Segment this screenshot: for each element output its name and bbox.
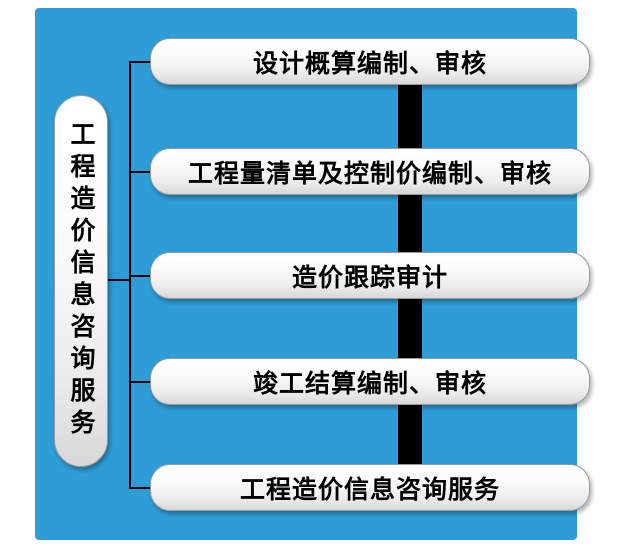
connector-branch-line-5 [129, 487, 151, 489]
connector-branch-line-1 [129, 61, 151, 63]
connector-root-stub [107, 279, 130, 281]
branch-node-label: 工程造价信息咨询服务 [239, 475, 500, 504]
branch-node-completion-settlement: 竣工结算编制、审核 [150, 358, 590, 405]
branch-node-label: 工程量清单及控制价编制、审核 [187, 159, 552, 188]
branch-node-cost-info-consulting: 工程造价信息咨询服务 [150, 464, 590, 511]
branch-node-design-estimate: 设计概算编制、审核 [150, 38, 590, 85]
branch-node-label: 造价跟踪审计 [291, 263, 448, 292]
branch-node-cost-tracking-audit: 造价跟踪审计 [150, 252, 590, 299]
branch-node-boq-control-price: 工程量清单及控制价编制、审核 [150, 148, 590, 195]
connector-branch-line-4 [129, 381, 151, 383]
branch-node-label: 设计概算编制、审核 [252, 49, 487, 78]
connector-branch-line-2 [129, 171, 151, 173]
root-node-label: 工程造价信息咨询服务 [67, 121, 95, 441]
branch-node-label: 竣工结算编制、审核 [252, 369, 487, 398]
root-node: 工程造价信息咨询服务 [54, 95, 108, 467]
connector-branch-line-3 [129, 275, 151, 277]
